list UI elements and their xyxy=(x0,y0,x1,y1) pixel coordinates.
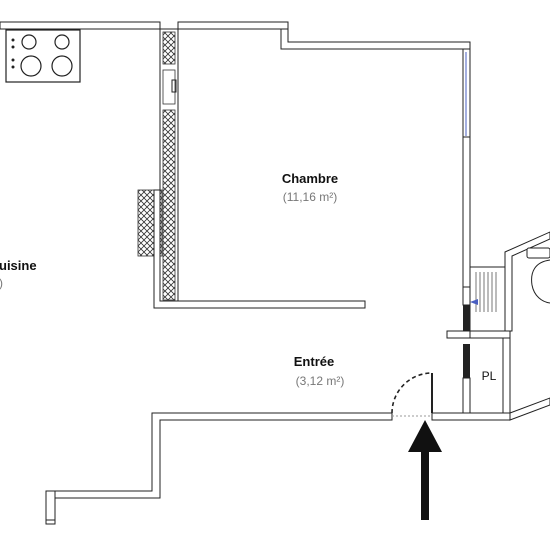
exterior-walls xyxy=(0,21,511,525)
partition-wall xyxy=(137,28,366,309)
room-area-cuisine: ) xyxy=(0,276,3,290)
staircase-icon xyxy=(470,272,497,312)
room-area-entree: (3,12 m²) xyxy=(296,374,345,388)
sink-icon xyxy=(526,247,550,304)
cooktop-icon xyxy=(5,29,81,83)
room-area-chambre: (11,16 m²) xyxy=(283,190,337,204)
door-swing-icon xyxy=(391,372,433,417)
closet-walls xyxy=(446,231,550,421)
room-name-cuisine: uisine xyxy=(0,258,37,273)
entrance-arrow-icon xyxy=(408,420,442,520)
room-name-placard: PL xyxy=(482,369,497,383)
room-name-entree: Entrée xyxy=(294,354,334,369)
room-name-chambre: Chambre xyxy=(282,171,338,186)
